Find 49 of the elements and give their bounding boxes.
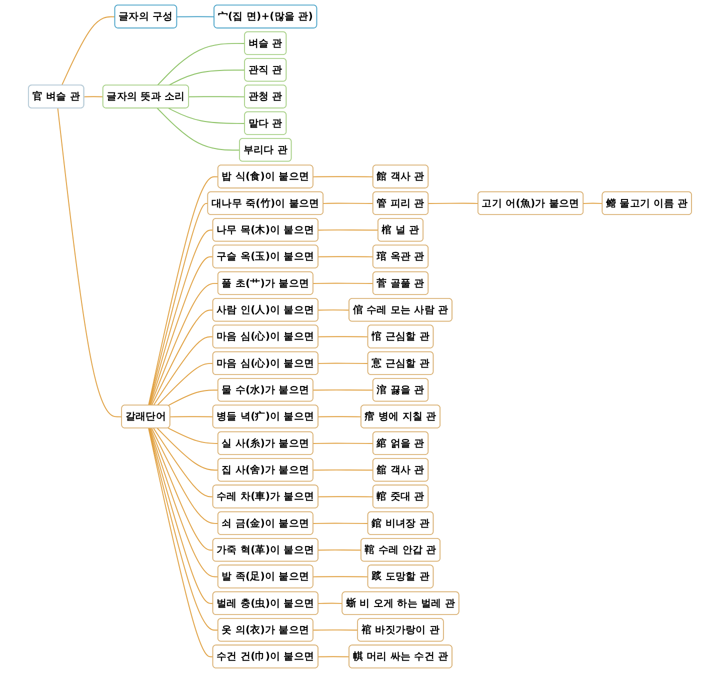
connector <box>156 362 214 406</box>
connector <box>61 16 116 86</box>
connector <box>318 336 369 338</box>
connector <box>312 389 374 391</box>
connector <box>312 576 369 578</box>
connector <box>148 176 219 406</box>
connector <box>156 428 219 471</box>
connector <box>318 309 350 311</box>
connector <box>150 428 214 551</box>
connector <box>168 390 219 406</box>
connector <box>318 496 374 498</box>
connector <box>168 108 246 124</box>
connector <box>57 108 122 418</box>
connector <box>148 230 214 406</box>
connector <box>318 602 343 604</box>
connector <box>150 282 219 406</box>
connector <box>148 202 208 406</box>
connector <box>318 549 362 551</box>
connector <box>153 428 214 498</box>
connector <box>149 256 214 406</box>
connector <box>428 202 479 204</box>
connector <box>312 176 374 178</box>
connector <box>148 428 214 604</box>
connector <box>318 362 369 364</box>
connector <box>153 336 214 406</box>
connector <box>170 416 214 418</box>
connector <box>322 202 374 204</box>
connector <box>84 96 104 98</box>
connector <box>188 96 246 98</box>
connector <box>168 70 246 86</box>
connector <box>312 442 374 444</box>
connector <box>312 629 358 631</box>
connector <box>312 522 369 524</box>
connector <box>312 469 374 471</box>
connector <box>149 428 219 578</box>
connector <box>156 108 240 151</box>
connector <box>148 428 219 631</box>
connector <box>583 202 603 204</box>
connector <box>318 256 374 258</box>
connector <box>312 282 374 284</box>
connector <box>156 42 246 86</box>
connector <box>151 310 214 406</box>
connector <box>318 229 379 231</box>
connector <box>176 16 215 18</box>
connector <box>151 428 219 524</box>
connector <box>318 416 362 418</box>
connector <box>168 428 219 444</box>
connector <box>148 428 214 658</box>
connector <box>318 656 350 658</box>
